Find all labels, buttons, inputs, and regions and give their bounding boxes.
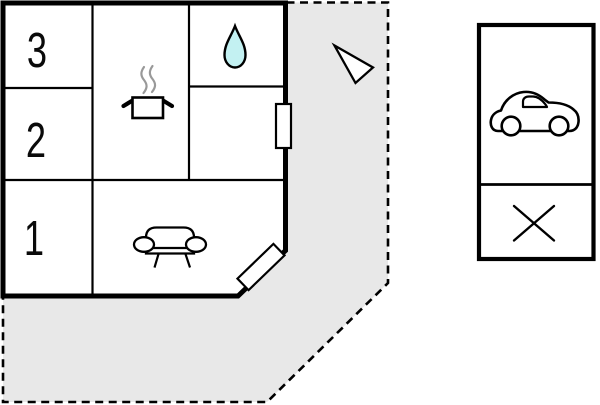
steam-icon <box>140 64 157 95</box>
car-wheel-rear <box>500 115 522 137</box>
sofa-armrest-left <box>132 236 156 253</box>
sofa-leg-left <box>153 253 160 268</box>
pot-handle-left <box>121 98 135 109</box>
x-cross-icon <box>512 204 556 242</box>
outbuilding <box>476 22 596 262</box>
cooking-pot-icon <box>131 96 165 120</box>
pot-handle-right <box>160 98 175 109</box>
car-window <box>521 95 549 109</box>
x-cross-line-2 <box>512 204 556 242</box>
room-label-2: 2 <box>26 114 46 169</box>
room-label-3: 3 <box>27 24 47 79</box>
water-drop-icon <box>223 22 247 69</box>
sofa-icon <box>132 226 208 268</box>
north-arrow-icon <box>331 42 375 85</box>
interior-walls <box>3 3 286 296</box>
car-wheel-front <box>548 115 570 137</box>
car-icon <box>489 90 580 137</box>
door-icon <box>235 242 287 292</box>
room-label-1: 1 <box>24 212 44 267</box>
sofa-leg-right <box>184 253 192 268</box>
window-icon <box>274 102 293 150</box>
sofa-armrest-right <box>184 236 208 253</box>
cooking-pot-group <box>121 64 175 120</box>
